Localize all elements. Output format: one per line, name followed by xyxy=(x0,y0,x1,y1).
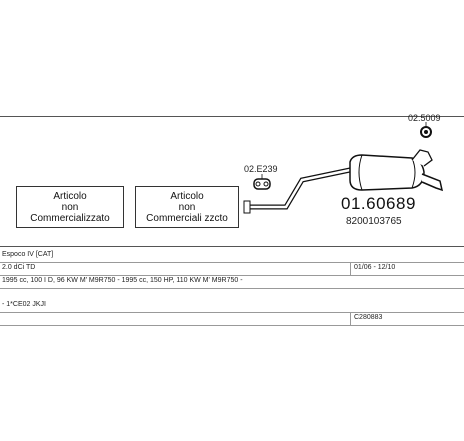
table-top-border xyxy=(0,246,464,247)
clamp-icon xyxy=(420,126,432,138)
row-reference: C280883 xyxy=(354,314,383,321)
row-engine: 2.0 dCi TD xyxy=(2,264,36,271)
top-border xyxy=(0,116,464,117)
row-divider xyxy=(350,313,351,325)
not-sold-box-1-line3: Commercializzato xyxy=(30,212,110,224)
tailpipe xyxy=(421,173,444,192)
clamp-ref-label: 02.5009 xyxy=(408,113,441,123)
not-sold-box-1: Articolo non Commercializzato xyxy=(16,186,124,228)
table-row: 1995 cc, 100 I D, 96 KW M' M9R750 - 1995… xyxy=(0,276,464,289)
table-row: C280883 xyxy=(0,313,464,326)
row-model: Espoco IV [CAT] xyxy=(2,251,54,258)
row-code: - 1*CE02 JKJI xyxy=(2,301,46,308)
muffler-body xyxy=(349,154,425,191)
not-sold-box-2-line2: non xyxy=(178,201,196,213)
not-sold-box-2-line3: Commerciali zzcto xyxy=(146,212,228,224)
table-row: 2.0 dCi TD 01/06 - 12/10 xyxy=(0,263,464,276)
part-number: 01.60689 xyxy=(341,194,416,213)
hanger-ref-label: 02.E239 xyxy=(244,164,278,174)
table-row: - 1*CE02 JKJI xyxy=(0,300,464,313)
table-row: Espoco IV [CAT] xyxy=(0,250,464,263)
oe-number: 8200103765 xyxy=(346,216,402,227)
row-divider xyxy=(350,263,351,275)
rubber-hanger-icon xyxy=(253,178,271,190)
not-sold-box-1-line2: non xyxy=(61,201,79,213)
row-date-range: 01/06 - 12/10 xyxy=(354,264,396,271)
row-engine-specs: 1995 cc, 100 I D, 96 KW M' M9R750 - 1995… xyxy=(2,277,243,284)
not-sold-box-2: Articolo non Commerciali zzcto xyxy=(135,186,239,228)
inlet-flange xyxy=(243,200,251,214)
muffler-hanger xyxy=(411,149,433,167)
not-sold-box-2-line1: Articolo xyxy=(170,190,204,202)
not-sold-box-1-line1: Articolo xyxy=(53,190,87,202)
